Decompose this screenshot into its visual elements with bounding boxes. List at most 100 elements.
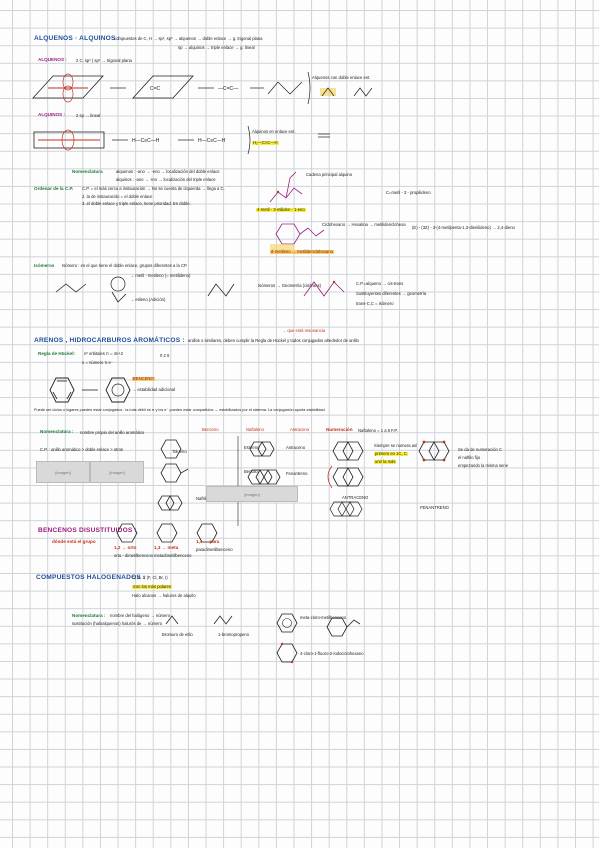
propylidene-label: C=metil - 3 - propilideno [386,190,431,195]
styrene-label: Estireno [244,445,260,450]
isomer-b: → etileno (Adición) [130,297,166,302]
alkyne-diagram: H—C≡C—H H—C≡C—H [33,125,330,155]
halides-line-1: C, H, X (F, Cl, Br, I) [132,575,168,580]
huckel-n: n = número π e⁻ [82,360,114,365]
svg-text:H—C≡C—H: H—C≡C—H [132,138,160,144]
highlight-name-1: 4-metil - 3-etiliden - 1-eno [256,207,306,213]
huckel-rule: nº orbitales π = 4n+2 [84,351,124,356]
para-label: 1,4 → para [196,539,220,544]
bracket-chain-text: Ciclohexano → Hexalina → metilidenclohex… [322,222,406,227]
col-benceno: Benceno [202,427,219,432]
svg-text:C=C: C=C [150,86,161,92]
alkynes-bracket-text: Alquinos en enlace ent. [252,129,296,134]
alkyne-highlight: H₂—C≡C—H [252,140,279,146]
anthracene-label: Antraceno [286,445,306,450]
para-sub: paradimetilbenceno [196,547,233,552]
benzyl-label: Bencilo [244,469,258,474]
isomer-c: Isómeros → Geometría (cis/trans) [258,283,322,288]
anthracene-title: ANTRACENO [342,495,369,500]
priority-note: Siempre se numera así [374,443,418,448]
meta-label: 1,3 → meta [154,545,179,550]
nomenclature-line-1: alquenos : -ano → -eno → localización de… [116,169,220,174]
image-placeholder-2: [imagen] [90,461,144,483]
image-placeholder-3: [imagen] [206,486,298,502]
benzene-note: → estabilidad adicional [132,387,176,392]
aromatics-heading: ARENOS , HIDROCARBUROS AROMÁTICOS : [34,337,185,344]
isomer-e: Sustituyentes diferentes → geometría [356,291,427,296]
halides-line-2: Son los más polares [132,584,172,590]
alkenes-note: 2 C, sp² { sp² → trigonal plana [76,58,132,63]
alkenes-label: ALQUENOS : [38,57,67,62]
alkene-sketch [320,87,373,97]
huckel-values: 0 2 6 [160,353,170,358]
principal-chain-structure [269,171,303,203]
polyene-structure [270,223,325,250]
huckel-label: Regla de Hückel: [38,351,76,356]
isomer-structure-2 [207,283,235,297]
halides-heading: COMPUESTOS HALOGENADOS : [36,574,146,581]
ortho-sub: orto - dimetilbenceno [114,553,154,558]
disubstituted-structures [116,523,218,543]
phenanthrene-label: Fenantreno [286,471,308,476]
image-placeholder-1: [imagen] [36,461,90,483]
nomenclature-label: Nomenclatura [72,169,103,174]
resonance-text: Puede ser ciclos o lugares pueden estar … [34,408,325,412]
alkenes-subtitle: compuestos de C, H → sp², sp³ → alquenos… [114,36,263,41]
highlight-name-2: d-metileno → metilidenclohexano [270,249,334,255]
isomer-structure-3 [303,280,345,297]
nomenclature-line-2: alquinos : -ano → -ino → localización de… [116,177,216,182]
bromo2-label: 1-bromopropeno [218,632,249,637]
alkynes-note: 2 sp → lineal [76,113,101,118]
aromatics-note: → que está resonancia [282,328,326,333]
order-line-2: 2. la de instauración = el doble enlace [82,194,153,199]
benzene-resonance [49,377,131,403]
isomer-text: Isómero : es el que tiene el doble enlac… [62,263,188,268]
alkynes-subtitle: sp → alquinos → triple enlace → g. linea… [178,45,255,50]
aromatic-nomenclature-text: nombre propio del anillo aromático [80,430,145,435]
order-label: Ordenar de la C.P. [34,186,74,191]
naphthyl-label: Naftilo [196,496,208,501]
meta-sub: metadimetilbenceno [154,553,192,558]
alkenes-heading: ALQUENOS · ALQUINOS : [34,35,121,42]
principal-chain-label: Cadena principal alquino [306,172,353,177]
right-note-2: el naftilo fijo [458,455,481,460]
isomer-structure-1 [55,276,127,303]
toluene-label: Tolueno [172,449,187,454]
isomer-f: trans-C,C = isómero [356,301,394,306]
col-antraceno: Antraceno [290,427,310,432]
halides-nomenclature-text: nombre del halógeno → número [110,613,171,618]
aromatics-subtitle: anillos o similares, deben cumplir la Re… [188,338,359,343]
phenanthrene-title: FENANTRENO [420,505,449,510]
disubstituted-note: dónde está el grupo [52,539,96,544]
right-note-1: Se da de numeración C [458,447,502,452]
halo-name-2: 4-cloro-1-fluoro-2-iodociclohexano [300,651,364,656]
alkenes-bracket-text: Alquenos con doble enlace ent. [312,75,371,80]
halo-name-1: meta-cloro-metilbenceno [300,615,347,620]
alkene-diagram: C=C —C=C— [32,71,311,105]
polyene-name: (E) - (3Z) - 3-(4-metilpenta-1,3-dienili… [412,225,515,230]
numbering-label: Numeración [326,427,353,432]
order-text: C.P. = el más cerca a instauración → No … [82,186,225,191]
aromatic-cp-text: C.P. : anillo aromático > doble enlace >… [40,447,124,452]
priority-2: primero en 1C, C [374,451,408,457]
aromatic-structures [157,436,281,526]
isomer-a: → metil - metileno (= metilideno) [130,273,191,278]
svg-text:H—C≡C—H: H—C≡C—H [198,138,226,144]
benzene-label: BENCENO [132,376,155,382]
svg-text:—C=C—: —C=C— [218,86,238,92]
disubstituted-heading: BENCENOS DISUSTITUIDOS : [38,527,137,534]
halides-nomenclature-text-2: sustitución (haloalquenos) halurós de → … [72,621,163,626]
order-line-3: 3. el doble enlace y triple enlace, tien… [82,201,191,206]
halides-line-3: Halo alcanos → haluros de alquilo [132,593,196,598]
halobenzene-structures [276,613,361,664]
ortho-label: 1,2 → orto [114,545,137,550]
numbering-text: Naftaleno = 1 a 8 F.P. [358,428,398,433]
col-naftaleno: Naftaleno [246,427,264,432]
alkynes-label: ALQUINOS : [38,112,66,117]
aromatic-nomenclature-label: Nomenclatura : [40,429,74,434]
priority-3: unir la más [374,459,397,465]
right-note-3: empezando la misma serie [458,463,509,468]
isomer-label: Isómeros [34,263,55,268]
bromo-label: Bromuro de etilo [162,632,193,637]
